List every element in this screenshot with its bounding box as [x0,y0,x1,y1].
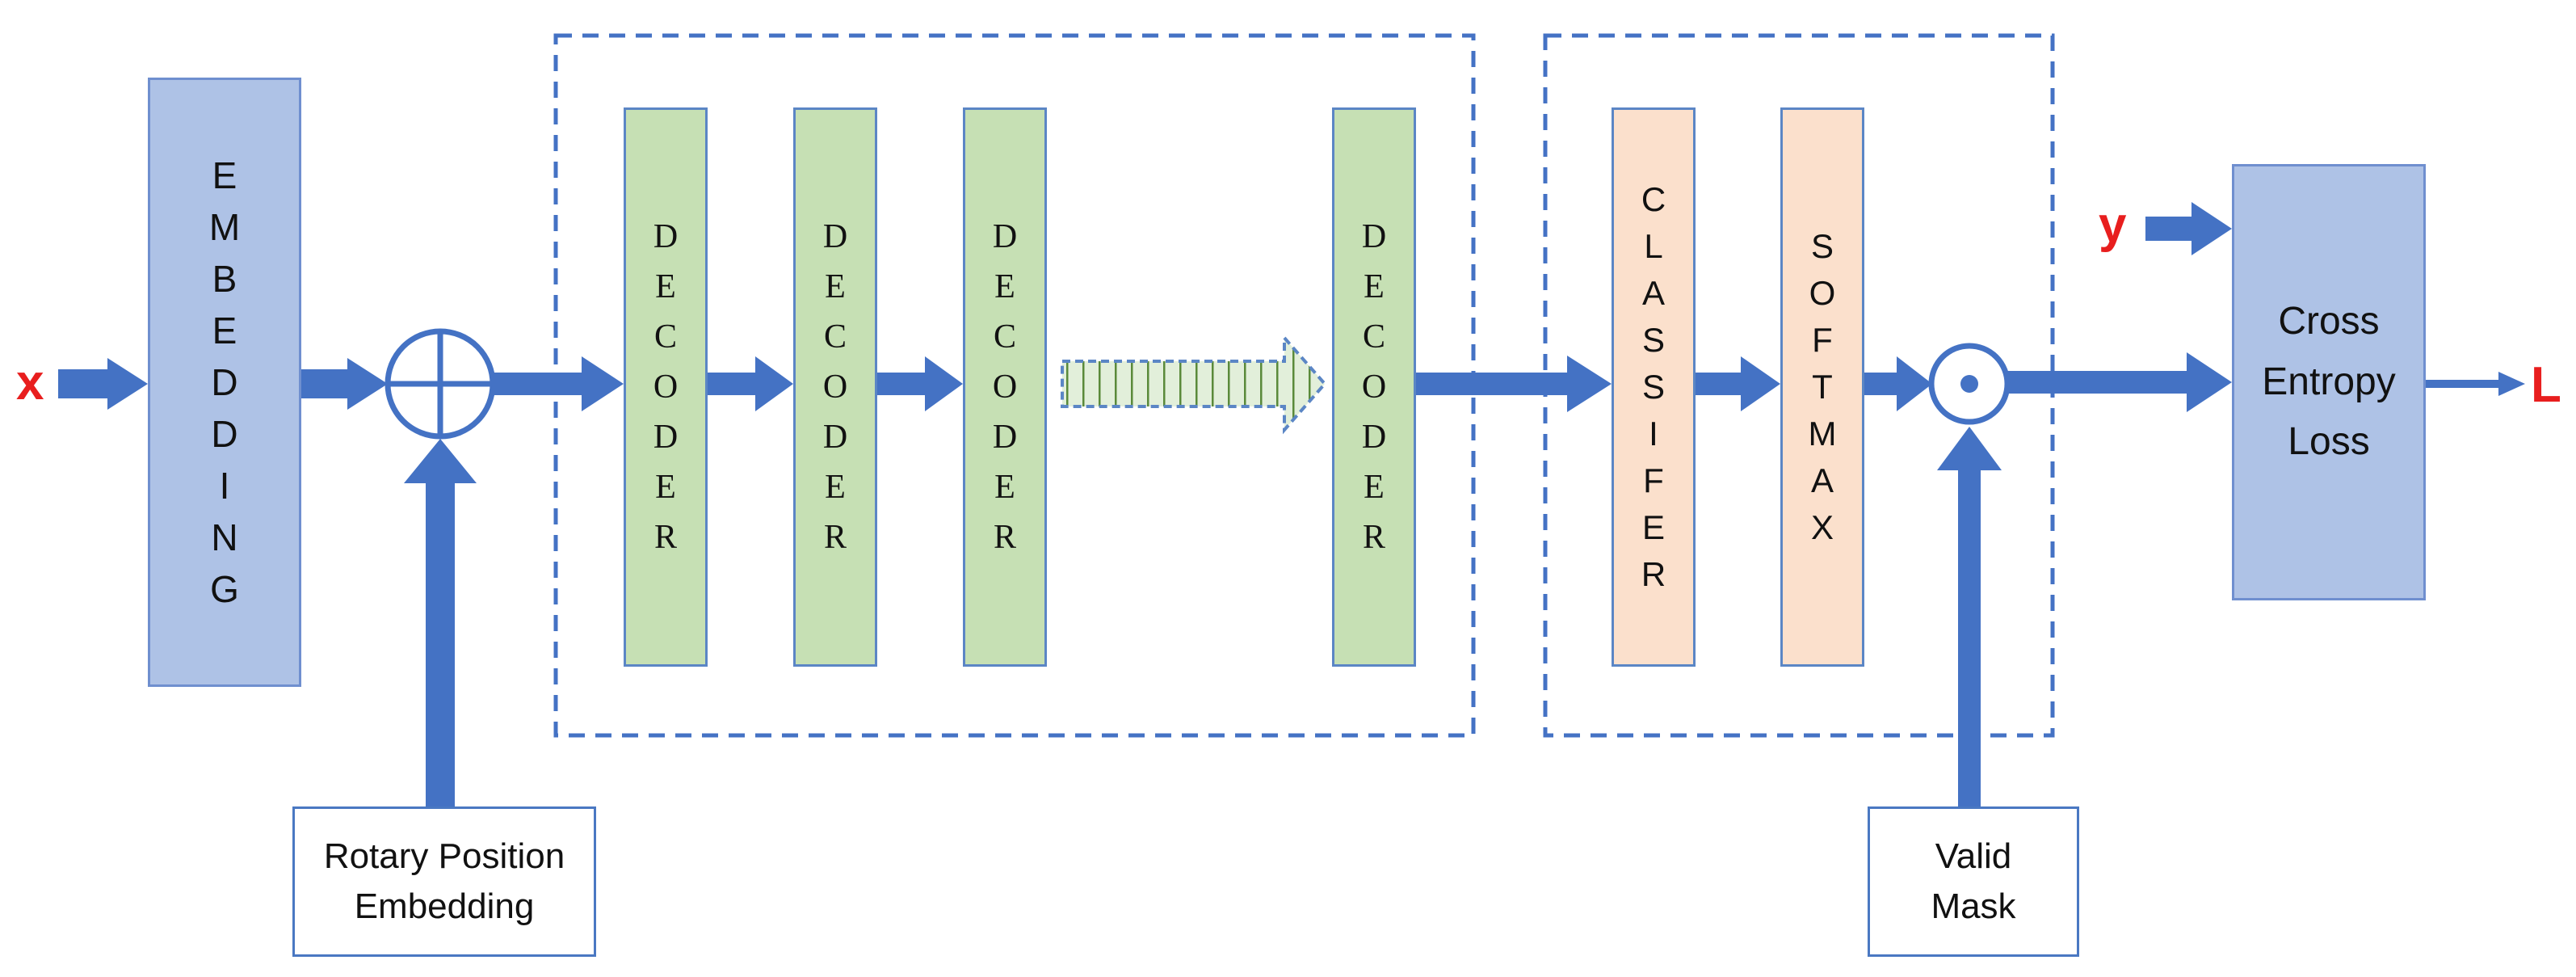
arrow-loss-to-output [2426,372,2525,396]
block-letter: E [655,268,676,305]
block-letter: R [1641,555,1666,593]
block-letter: F [1812,321,1833,359]
block-letter: D [822,419,848,456]
arrow-classifier-to-softmax [1696,356,1780,411]
block-letter: A [1810,461,1834,499]
block-letter: F [1643,461,1664,499]
valid-mask-line-2: Mask [1931,886,2016,926]
rotary-position-embedding-block: Rotary Position Embedding [292,806,596,957]
block-letter: D [1361,218,1387,255]
block-letter: O [653,368,679,406]
valid-mask-block: Valid Mask [1868,806,2079,957]
ellipsis-arrow-icon [1061,333,1327,435]
output-l-label: L [2531,357,2561,413]
block-letter: M [1808,415,1837,453]
block-letter: I [219,465,230,507]
block-letter: R [823,519,847,556]
block-letter: C [823,318,847,356]
rotary-line-1: Rotary Position [323,836,565,877]
block-letter: T [1812,368,1833,406]
cross-entropy-loss-block: Cross Entropy Loss [2232,164,2426,600]
arrow-x-to-embedding [58,358,148,410]
block-letter: C [1641,180,1666,218]
block-letter: E [1364,469,1385,506]
block-letter: D [653,419,679,456]
block-letter: D [992,218,1018,255]
block-letter: E [994,469,1015,506]
block-letter: R [1362,519,1385,556]
block-letter: E [212,310,237,352]
valid-mask-line-1: Valid [1935,836,2012,877]
block-letter: D [1361,419,1387,456]
block-letter: D [211,361,238,403]
elementwise-product-icon [1928,343,2011,425]
block-letter: S [1641,321,1665,359]
block-letter: C [993,318,1016,356]
arrow-add-to-decoder [493,356,624,411]
arrow-embedding-to-add [301,358,388,410]
block-letter: O [1361,368,1387,406]
block-letter: E [1364,268,1385,305]
block-letter: E [1641,508,1665,546]
block-letter: A [1641,274,1665,312]
block-letter: O [822,368,848,406]
block-letter: D [992,419,1018,456]
block-letter: E [655,469,676,506]
arrow-product-to-loss [2007,352,2232,412]
block-letter: C [653,318,677,356]
block-letter: E [212,154,237,196]
block-letter: C [1362,318,1385,356]
arrow-rotary-to-add [404,439,477,806]
block-letter: E [825,268,846,305]
input-x-label: x [16,355,44,411]
block-letter: G [210,568,239,610]
block-letter: N [211,516,238,558]
arrow-softmax-to-mask [1864,356,1932,411]
block-letter: B [212,258,237,300]
loss-line-3: Loss [2288,420,2370,464]
block-letter: D [653,218,679,255]
block-letter: O [992,368,1018,406]
block-letter: M [208,206,241,248]
target-y-label: y [2099,197,2127,253]
add-operator-icon [385,328,496,440]
loss-line-1: Cross [2278,300,2380,343]
block-letter: S [1810,227,1834,265]
arrow-decoder-to-classifier [1416,356,1612,412]
block-letter: R [653,519,677,556]
arrow-mask-to-product [1937,427,2002,806]
block-letter: I [1649,415,1658,453]
block-letter: D [822,218,848,255]
block-letter: R [993,519,1016,556]
arrow-decoder2-to-decoder3 [877,356,963,411]
arrow-y-to-loss [2145,202,2232,255]
block-letter: S [1641,368,1665,406]
block-letter: L [1644,227,1663,265]
loss-line-2: Entropy [2262,360,2396,403]
block-letter: D [211,413,238,455]
block-letter: O [1809,274,1836,312]
arrow-decoder1-to-decoder2 [708,356,793,411]
block-letter: E [825,469,846,506]
block-letter: X [1810,508,1834,546]
rotary-line-2: Embedding [354,886,535,926]
block-letter: E [994,268,1015,305]
